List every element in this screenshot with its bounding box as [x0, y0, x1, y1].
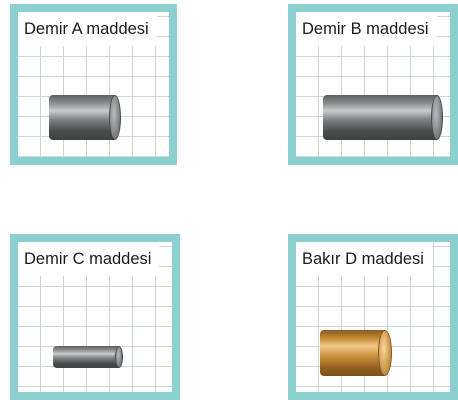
panel-label: Demir C maddesi [18, 242, 159, 276]
grid-area: Demir A maddesi [18, 12, 169, 157]
copper-cylinder-d [320, 330, 392, 376]
iron-cylinder-a [49, 95, 121, 140]
panel-demir-c: Demir C maddesi [10, 234, 180, 400]
iron-cylinder-b [323, 95, 443, 140]
grid-area: Bakır D maddesi [296, 242, 450, 392]
panel-bakir-d: Bakır D maddesi [288, 234, 458, 400]
iron-cylinder-c [53, 346, 123, 368]
panel-label: Demir A maddesi [18, 12, 157, 46]
panel-demir-a: Demir A maddesi [10, 4, 177, 165]
panel-demir-b: Demir B maddesi [288, 4, 458, 165]
grid-area: Demir C maddesi [18, 242, 172, 392]
grid-area: Demir B maddesi [296, 12, 450, 157]
panel-label: Demir B maddesi [296, 12, 437, 46]
panel-label: Bakır D maddesi [296, 242, 432, 276]
